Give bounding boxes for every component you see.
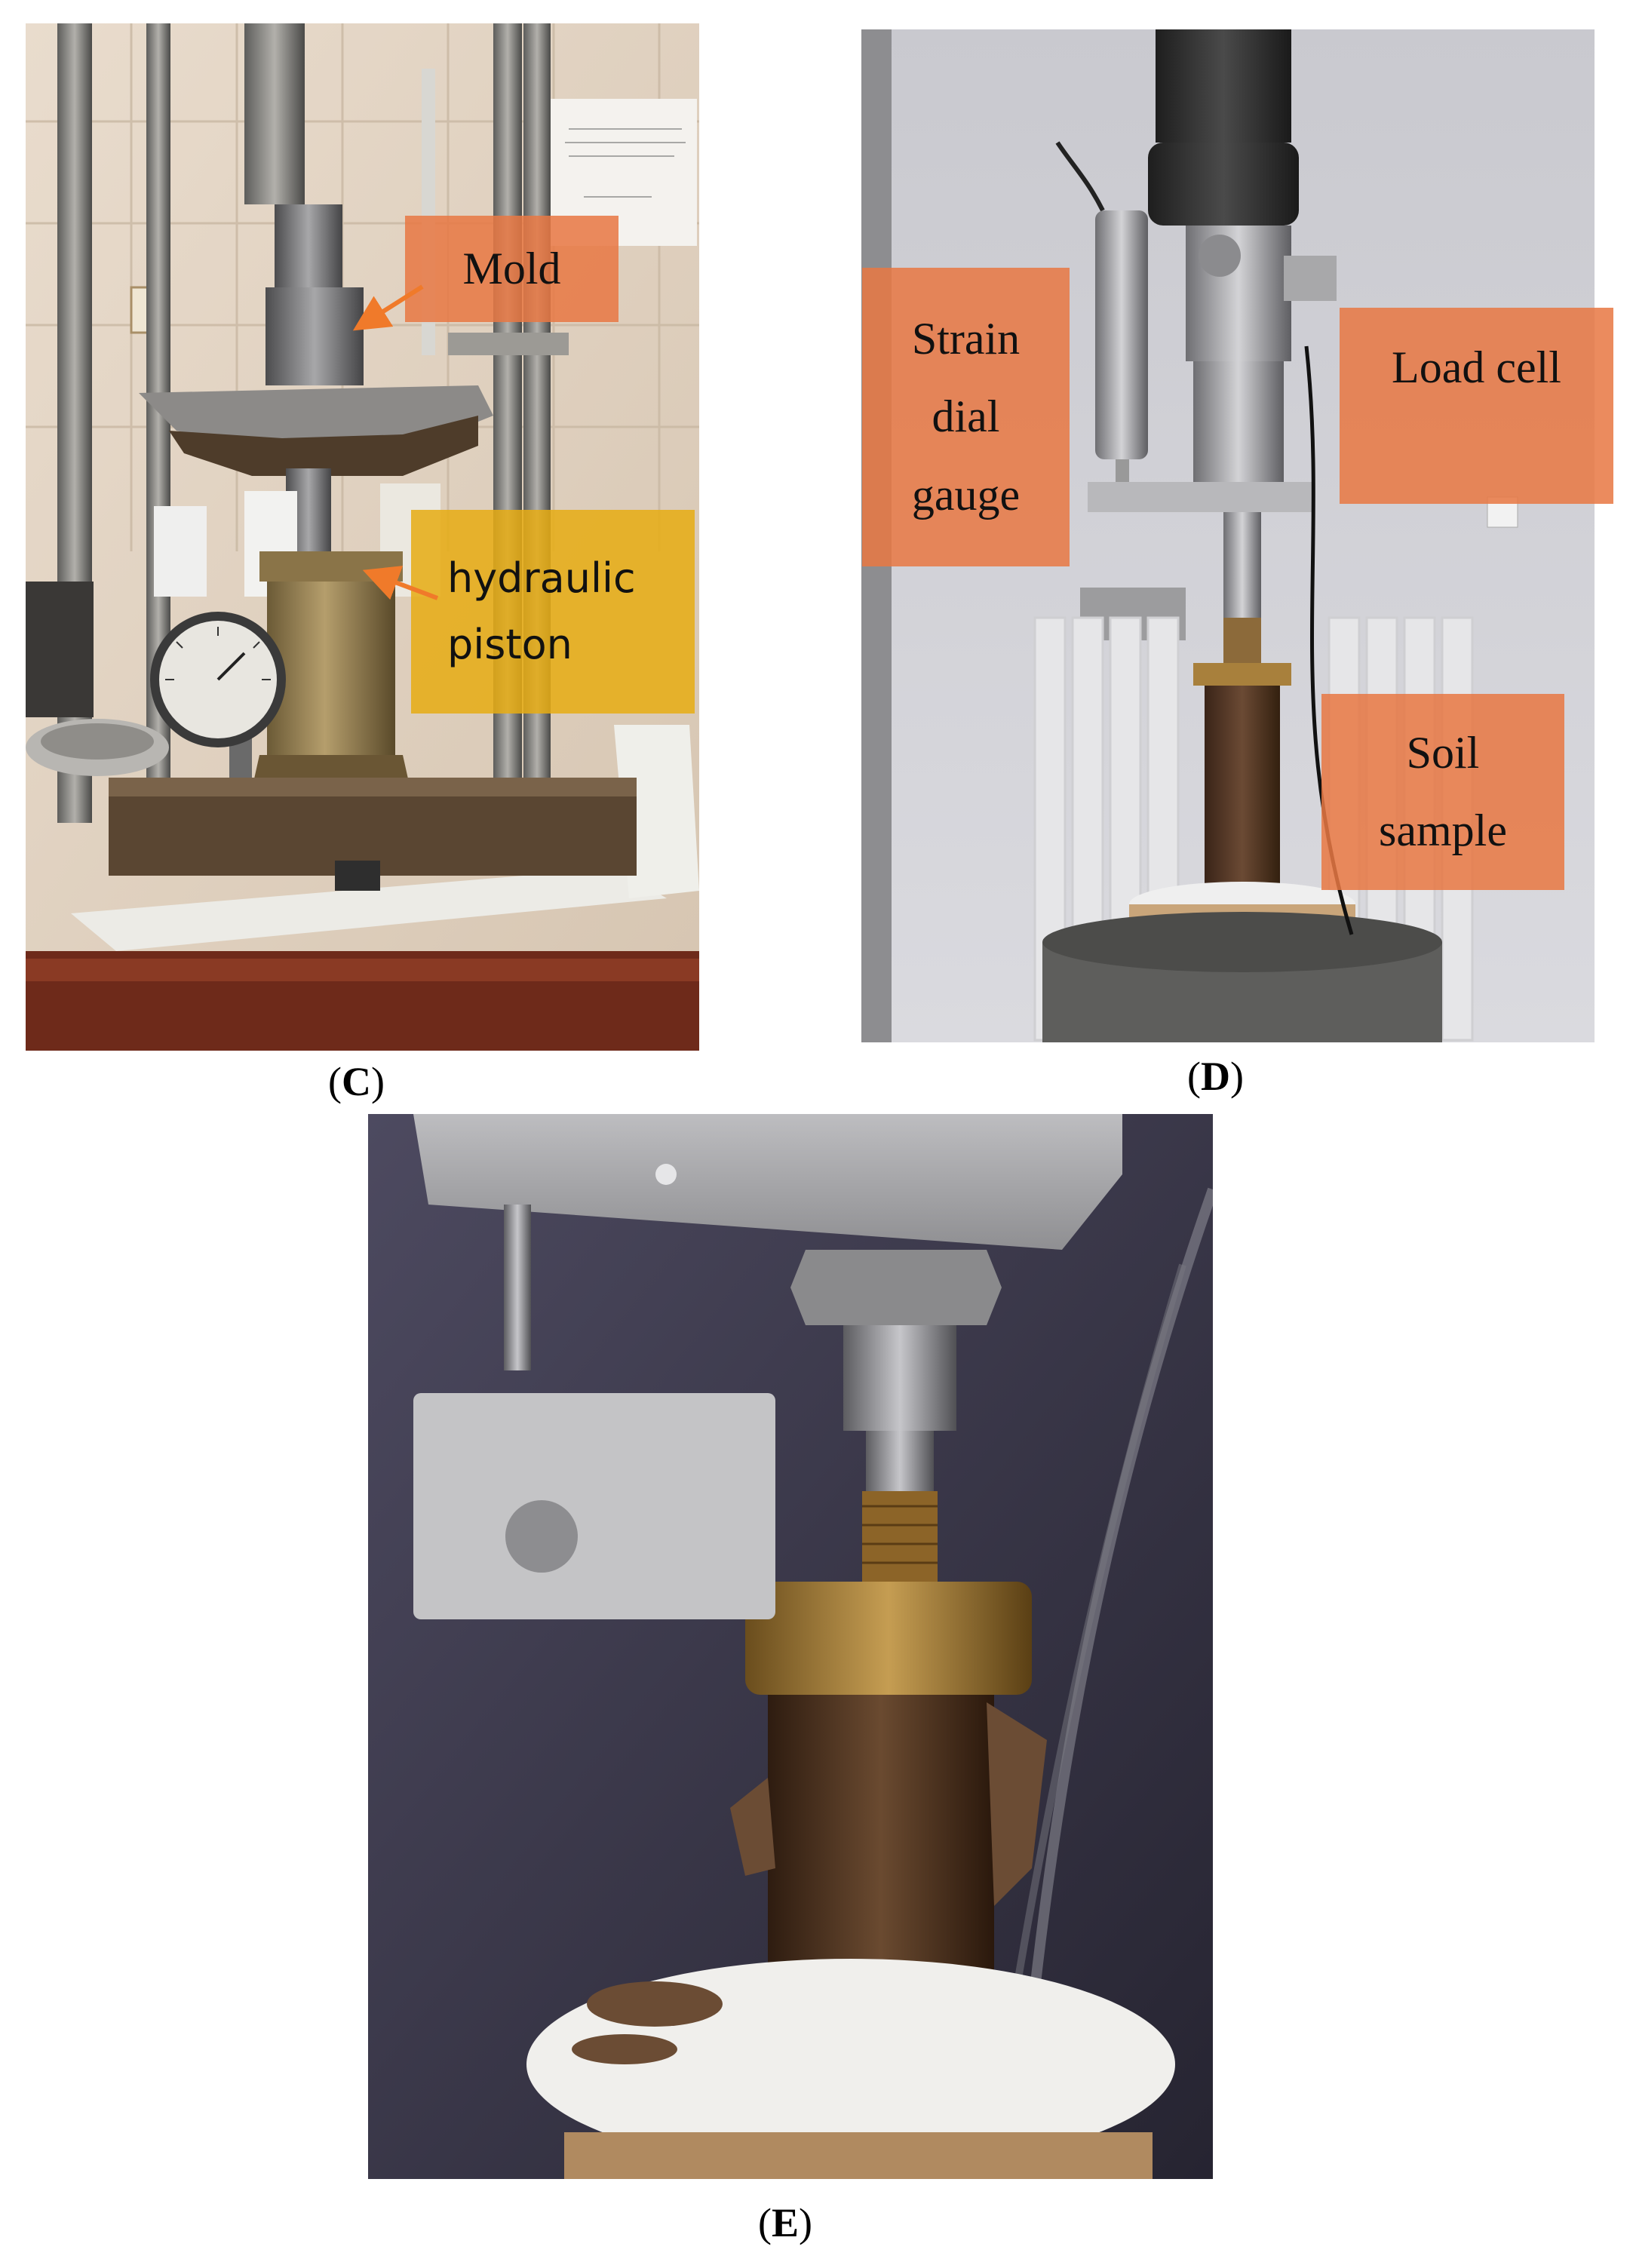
mold-label: Mold	[405, 216, 618, 322]
strain-dial-gauge-label: Strain dial gauge	[862, 268, 1070, 566]
failed-sample-photo	[368, 1114, 1213, 2179]
hydraulic-piston-label: hydraulic piston	[411, 510, 695, 714]
caption-e: (E)	[758, 2200, 812, 2245]
caption-c: (C)	[328, 1059, 385, 1104]
caption-d: (D)	[1187, 1054, 1244, 1099]
soil-sample-label: Soil sample	[1321, 694, 1564, 890]
load-cell-label: Load cell	[1340, 308, 1613, 504]
photo-panel-e	[368, 1114, 1213, 2179]
